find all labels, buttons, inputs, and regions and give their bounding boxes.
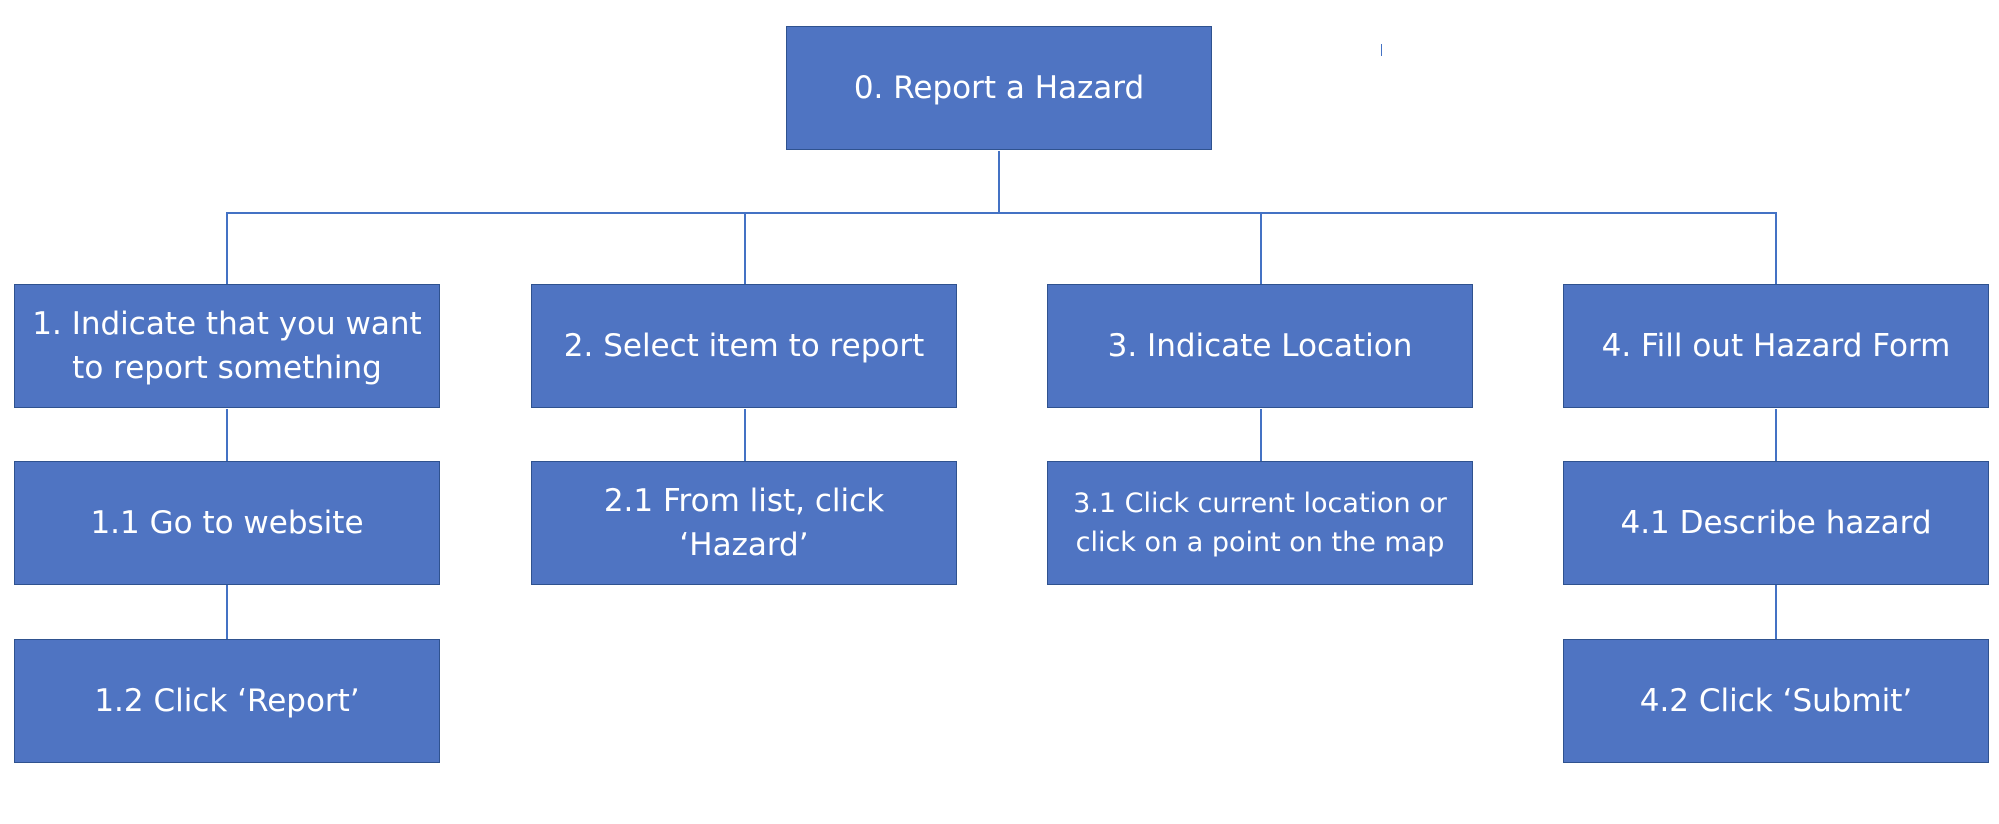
connector-1-to-1-1 — [226, 409, 228, 461]
connector-step-3 — [1260, 212, 1262, 284]
connector-4-1-to-4-2 — [1775, 585, 1777, 639]
node-step-2-1-label: 2.1 From list, click ‘Hazard’ — [603, 483, 885, 563]
stray-mark — [1381, 44, 1382, 56]
node-step-1-2: 1.2 Click ‘Report’ — [14, 639, 440, 763]
connector-4-to-4-1 — [1775, 409, 1777, 461]
node-step-2-1: 2.1 From list, click ‘Hazard’ — [531, 461, 957, 585]
node-step-3-label: 3. Indicate Location — [1107, 328, 1413, 364]
connector-step-1 — [226, 212, 228, 284]
node-root: 0. Report a Hazard — [786, 26, 1212, 150]
connector-step-4 — [1775, 212, 1777, 284]
connector-horizontal-bar — [227, 212, 1777, 214]
node-step-1-1: 1.1 Go to website — [14, 461, 440, 585]
node-step-4-2: 4.2 Click ‘Submit’ — [1563, 639, 1989, 763]
node-step-3-1: 3.1 Click current location or click on a… — [1047, 461, 1473, 585]
connector-3-to-3-1 — [1260, 409, 1262, 461]
node-step-4-1-label: 4.1 Describe hazard — [1620, 505, 1932, 541]
node-step-4-1: 4.1 Describe hazard — [1563, 461, 1989, 585]
connector-2-to-2-1 — [744, 409, 746, 461]
connector-1-1-to-1-2 — [226, 585, 228, 639]
connector-step-2 — [744, 212, 746, 284]
node-step-4-2-label: 4.2 Click ‘Submit’ — [1639, 683, 1913, 719]
node-step-2: 2. Select item to report — [531, 284, 957, 408]
node-step-1-2-label: 1.2 Click ‘Report’ — [94, 683, 360, 719]
connector-root-down — [998, 151, 1000, 213]
node-step-1-label: 1. Indicate that you want to report some… — [32, 306, 422, 386]
node-step-4: 4. Fill out Hazard Form — [1563, 284, 1989, 408]
node-step-4-label: 4. Fill out Hazard Form — [1601, 328, 1951, 364]
node-root-label: 0. Report a Hazard — [853, 70, 1145, 106]
node-step-2-label: 2. Select item to report — [563, 328, 925, 364]
node-step-3-1-label: 3.1 Click current location or click on a… — [1073, 488, 1447, 558]
node-step-3: 3. Indicate Location — [1047, 284, 1473, 408]
node-step-1: 1. Indicate that you want to report some… — [14, 284, 440, 408]
node-step-1-1-label: 1.1 Go to website — [90, 505, 364, 541]
